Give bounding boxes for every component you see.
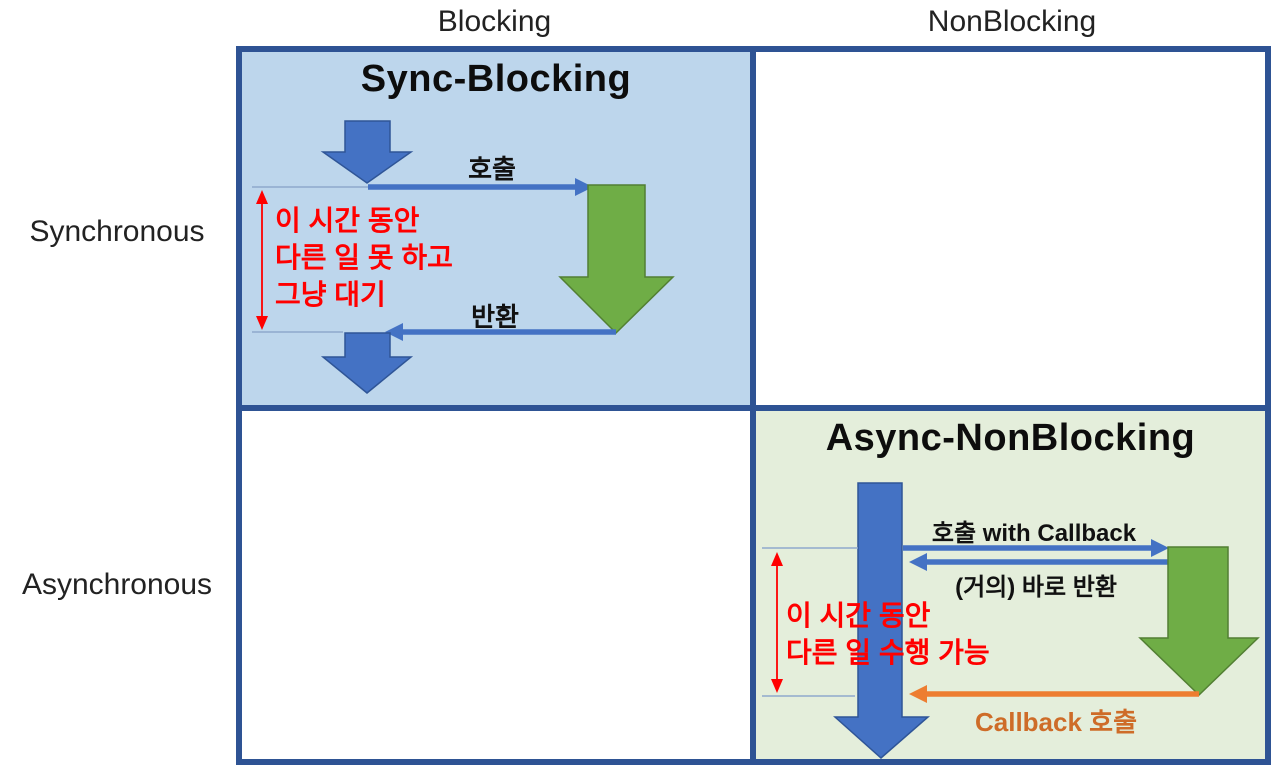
call-arrowhead-icon [575,178,593,196]
async-nonblocking-title: Async-NonBlocking [825,417,1196,459]
sync-blocking-title: Sync-Blocking [360,58,632,100]
callback-arrowhead-icon [909,685,927,703]
cell-sync-blocking: Sync-Blocking 호출 반환 이 시간 동안 다른 일 못 하고 그냥… [242,52,756,411]
matrix-grid: Sync-Blocking 호출 반환 이 시간 동안 다른 일 못 하고 그냥… [236,46,1271,765]
blocking-wait-note: 이 시간 동안 다른 일 못 하고 그냥 대기 [275,202,453,313]
cell-async-blocking [242,411,756,759]
note-line: 이 시간 동안 [786,600,931,631]
note-line: 이 시간 동안 [275,205,420,236]
cell-async-nonblocking: Async-NonBlocking 호출 with Callback (거의) … [756,411,1265,759]
measure-arrowhead-down-icon [771,679,783,693]
return-label: 반환 [471,302,519,332]
cell-sync-nonblocking [756,52,1265,411]
note-line: 다른 일 수행 가능 [786,637,990,668]
call-with-callback-label: 호출 with Callback [931,520,1137,547]
immediate-return-label: (거의) 바로 반환 [955,574,1117,601]
measure-arrowhead-up-icon [256,190,268,204]
callee-flow-arrow-icon [558,184,675,335]
callback-call-label: Callback 호출 [974,707,1137,737]
measure-arrowhead-down-icon [256,316,268,330]
note-line: 다른 일 못 하고 [275,242,453,273]
column-header-nonblocking: NonBlocking [927,5,1097,38]
row-header-synchronous: Synchronous [29,215,205,248]
caller-flow-arrow-icon [833,482,931,759]
caller-flow-arrow-top-icon [320,120,414,184]
call-label: 호출 [468,154,516,184]
return-arrowhead-icon [385,323,403,341]
note-line: 그냥 대기 [275,279,386,310]
async-nonblocking-arrows [762,482,1260,759]
caller-flow-arrow-bottom-icon [320,332,414,394]
call-arrowhead-icon [1151,539,1169,557]
return-arrowhead-icon [909,553,927,571]
column-header-blocking: Blocking [437,5,552,38]
row-header-asynchronous: Asynchronous [21,568,213,601]
sync-blocking-arrows [252,120,675,394]
callee-flow-arrow-icon [1138,546,1260,697]
nonblocking-free-note: 이 시간 동안 다른 일 수행 가능 [786,597,990,671]
measure-arrowhead-up-icon [771,552,783,566]
